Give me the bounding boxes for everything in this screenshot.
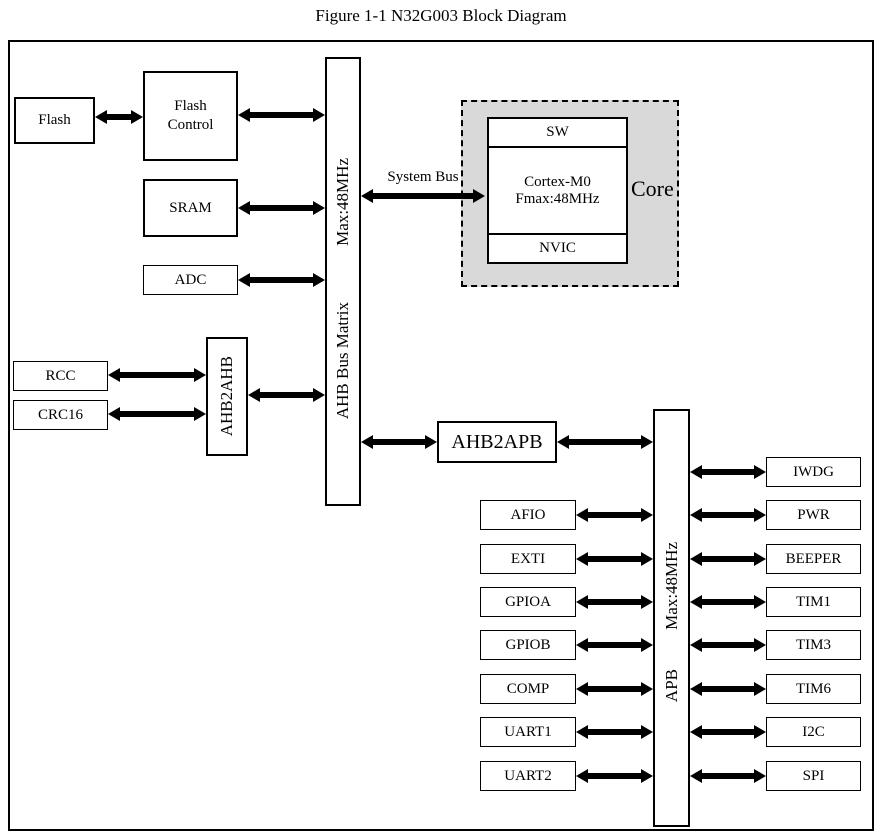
arrow-apb-beeper	[690, 552, 766, 566]
block-sram: SRAM	[143, 179, 238, 237]
block-tim1: TIM1	[766, 587, 861, 617]
ahb2ahb-label: AHB2AHB	[217, 356, 237, 437]
arrow-uart1-apb	[576, 725, 653, 739]
block-flash-control: Flash Control	[143, 71, 238, 161]
arrow-apb-iwdg	[690, 465, 766, 479]
apb-name-label: APB	[661, 669, 681, 703]
arrow-ahb2apb-apb	[557, 435, 653, 449]
block-comp: COMP	[480, 674, 576, 704]
arrow-uart2-apb	[576, 769, 653, 783]
arrow-system-bus	[361, 189, 485, 203]
core-region: SW Cortex-M0 Fmax:48MHz NVIC Core	[461, 100, 679, 287]
block-gpiob: GPIOB	[480, 630, 576, 660]
core-sw: SW	[489, 119, 626, 148]
arrow-apb-tim6	[690, 682, 766, 696]
arrow-crc16-ahb2ahb	[108, 407, 206, 421]
arrow-busmatrix-ahb2apb	[361, 435, 437, 449]
diagram-border	[8, 40, 874, 831]
block-rcc: RCC	[13, 361, 108, 391]
arrow-sram-busmatrix	[238, 201, 325, 215]
block-tim3: TIM3	[766, 630, 861, 660]
arrow-afio-apb	[576, 508, 653, 522]
arrow-flash-flashcontrol	[95, 110, 143, 124]
core-nvic: NVIC	[489, 233, 626, 262]
arrow-apb-pwr	[690, 508, 766, 522]
arrow-ahb2ahb-busmatrix	[248, 388, 325, 402]
block-beeper: BEEPER	[766, 544, 861, 574]
block-ahb-bus-matrix: Max:48MHz AHB Bus Matrix	[325, 57, 361, 506]
block-pwr: PWR	[766, 500, 861, 530]
bus-matrix-speed-label: Max:48MHz	[333, 157, 353, 246]
block-afio: AFIO	[480, 500, 576, 530]
core-inner-box: SW Cortex-M0 Fmax:48MHz NVIC	[487, 117, 628, 264]
arrow-apb-tim1	[690, 595, 766, 609]
block-adc: ADC	[143, 265, 238, 295]
system-bus-label: System Bus	[387, 169, 459, 185]
block-ahb2ahb: AHB2AHB	[206, 337, 248, 456]
arrow-comp-apb	[576, 682, 653, 696]
core-label: Core	[631, 176, 674, 201]
arrow-apb-spi	[690, 769, 766, 783]
arrow-apb-i2c	[690, 725, 766, 739]
arrow-gpiob-apb	[576, 638, 653, 652]
block-ahb2apb: AHB2APB	[437, 421, 557, 463]
block-uart1: UART1	[480, 717, 576, 747]
block-crc16: CRC16	[13, 400, 108, 430]
core-cpu: Cortex-M0 Fmax:48MHz	[515, 173, 600, 207]
block-exti: EXTI	[480, 544, 576, 574]
block-tim6: TIM6	[766, 674, 861, 704]
figure-title: Figure 1-1 N32G003 Block Diagram	[315, 6, 567, 25]
arrow-gpioa-apb	[576, 595, 653, 609]
block-iwdg: IWDG	[766, 457, 861, 487]
arrow-adc-busmatrix	[238, 273, 325, 287]
bus-matrix-name-label: AHB Bus Matrix	[333, 302, 353, 420]
block-spi: SPI	[766, 761, 861, 791]
arrow-exti-apb	[576, 552, 653, 566]
arrow-rcc-ahb2ahb	[108, 368, 206, 382]
arrow-apb-tim3	[690, 638, 766, 652]
block-apb-bus: Max:48MHz APB	[653, 409, 690, 827]
arrow-flashcontrol-busmatrix	[238, 108, 325, 122]
block-uart2: UART2	[480, 761, 576, 791]
block-flash: Flash	[14, 97, 95, 144]
block-i2c: I2C	[766, 717, 861, 747]
block-gpioa: GPIOA	[480, 587, 576, 617]
apb-speed-label: Max:48MHz	[661, 542, 681, 630]
